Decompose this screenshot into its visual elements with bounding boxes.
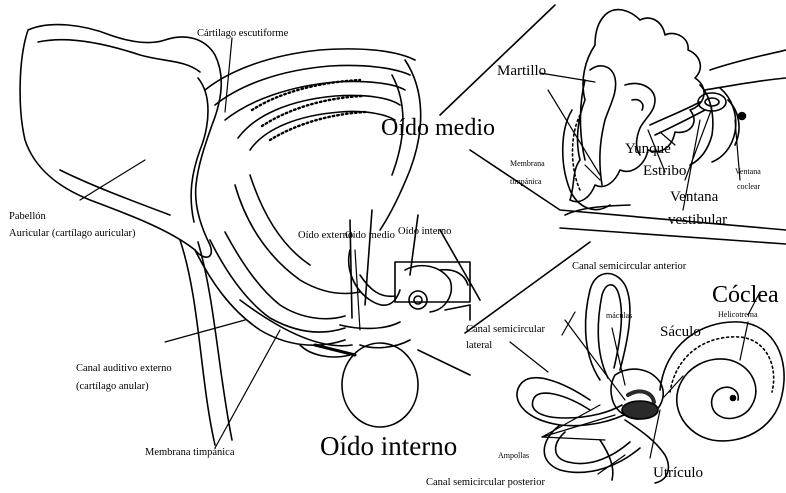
label-coclea: Cóclea — [712, 283, 779, 308]
label-ampollas: Ampollas — [498, 452, 529, 460]
inner-ear-detail — [465, 242, 784, 483]
label-membrana-timpanica-bottom: Membrana timpánica — [145, 447, 235, 458]
label-estribo: Estribo — [643, 164, 686, 180]
label-pabellon: Pabellón — [9, 211, 46, 222]
leader-lines — [80, 38, 740, 448]
label-coclear: coclear — [737, 183, 760, 191]
label-pabellon-auricular: Auricular (cartílago auricular) — [9, 228, 136, 239]
label-timpanica-top: timpánica — [510, 178, 542, 186]
label-oido-interno-small: Oído interno — [398, 226, 451, 237]
label-cartilago-escutiforme: Cártilago escutiforme — [197, 28, 288, 39]
ear-canal-drawing — [180, 49, 421, 445]
label-oido-medio-small: Oído medio — [345, 230, 395, 241]
label-maculas: máculas — [606, 312, 632, 320]
label-oido-interno-large: Oído interno — [320, 432, 457, 460]
label-lateral: lateral — [466, 340, 492, 351]
label-ventana-vestibular: Ventana — [670, 190, 718, 206]
label-yunque: Yunque — [625, 142, 671, 158]
label-utriculo: Utrículo — [653, 466, 703, 482]
label-membrana-top: Membrana — [510, 160, 545, 168]
label-ventana-coclear: Ventana — [735, 168, 761, 176]
label-canal-anterior: Canal semicircular anterior — [572, 261, 686, 272]
label-canal-posterior: Canal semicircular posterior — [426, 477, 545, 488]
label-canal-lateral: Canal semicircular — [466, 324, 545, 335]
label-martillo: Martillo — [497, 64, 546, 80]
label-oido-medio-large: Oído medio — [381, 116, 495, 141]
pinna-drawing — [20, 25, 221, 258]
label-vestibular: vestibular — [668, 213, 727, 229]
label-helicotrema: Helicotrema — [718, 311, 758, 319]
label-cartilago-anular: (cartílago anular) — [76, 381, 149, 392]
label-saculo: Sáculo — [660, 325, 701, 341]
label-canal-auditivo: Canal auditivo externo — [76, 363, 172, 374]
